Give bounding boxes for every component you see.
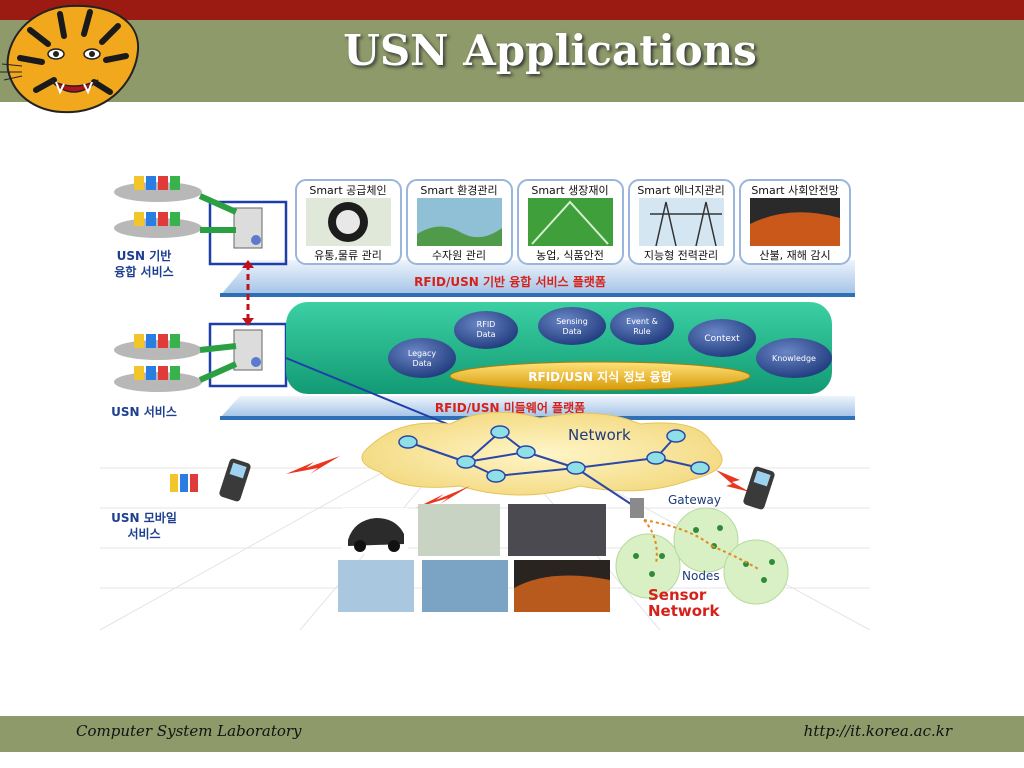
green-arrow (198, 361, 238, 383)
user-group-icon (114, 366, 202, 392)
top-platform-edge (220, 293, 855, 297)
mobile-service-label-line1: USN 모바일 (111, 510, 177, 525)
fusion-service-label-line2: 융합 서비스 (114, 264, 173, 279)
user-group-icon (114, 212, 202, 238)
data-node-label: Data (476, 330, 495, 339)
data-node-label: Legacy (408, 349, 437, 358)
service-card-title: Smart 에너지관리 (637, 184, 724, 197)
footer-url: http://it.korea.ac.kr (803, 722, 952, 740)
mobile-phone-icon (743, 466, 775, 510)
green-arrow (199, 343, 237, 353)
mobile-service-label-line2: 서비스 (127, 526, 160, 541)
slide-title: USN Applications (343, 26, 757, 75)
data-node-label: Sensing (556, 317, 588, 326)
service-card-social-safety: Smart 사회안전망 산불, 재해 감시 (739, 179, 851, 265)
middleware-base (220, 396, 855, 418)
tiger-logo (0, 4, 140, 114)
photo-wildfire-smoke (514, 575, 610, 612)
gateway-device-icon (630, 498, 644, 518)
service-card-energy: Smart 에너지관리 지능형 전력관리 (628, 179, 735, 265)
network-cloud (361, 411, 723, 496)
data-node-label: Data (412, 359, 431, 368)
user-group-icon (114, 176, 202, 202)
footer-lab-name: Computer System Laboratory (76, 722, 302, 740)
middleware-label: RFID/USN 미들웨어 플랫폼 (435, 400, 585, 415)
service-card-caption: 산불, 재해 감시 (759, 248, 830, 262)
gateway-label: Gateway (668, 493, 721, 507)
photo-factory (418, 504, 500, 556)
data-node-label: Event & (626, 317, 658, 326)
network-label: Network (568, 426, 631, 444)
sensor-network-label-line1: Sensor (648, 586, 707, 604)
footer-band (0, 716, 1024, 752)
server-icon (233, 329, 263, 371)
service-cards: Smart 공급체인 유통,물류 관리 Smart 환경관리 수자원 관리 Sm… (295, 179, 851, 265)
service-card-caption: 수자원 관리 (432, 249, 486, 262)
arrow-head (242, 260, 254, 268)
data-node-label: Rule (633, 327, 650, 336)
usn-service-label: USN 서비스 (111, 404, 177, 419)
data-node-event-rule: Event & Rule (610, 307, 674, 345)
service-card-caption: 유통,물류 관리 (314, 249, 382, 262)
user-group-icon (114, 334, 202, 360)
service-card-title: Smart 환경관리 (420, 184, 497, 197)
service-card-title: Smart 공급체인 (309, 184, 386, 197)
data-node-knowledge: Knowledge (756, 338, 832, 378)
service-card-agriculture: Smart 생장재이 농업, 식품안전 (517, 179, 624, 265)
data-node-label: Data (562, 327, 581, 336)
sensor-network-label-line2: Network (648, 602, 720, 620)
wireless-bolt-icon (286, 456, 340, 474)
wireless-bolt-icon (416, 486, 470, 508)
data-node-label: Context (704, 334, 740, 344)
fusion-service-label-line1: USN 기반 (117, 248, 172, 263)
service-card-caption: 농업, 식품안전 (536, 249, 604, 262)
photo-warehouse (508, 504, 606, 556)
photo-bridge (422, 560, 508, 612)
mobile-user-icon (170, 474, 198, 492)
top-stripe (0, 0, 1024, 20)
data-node-rfid: RFID Data (454, 311, 518, 349)
network-nodes (398, 425, 710, 483)
photo-patient (338, 560, 414, 612)
nodes-label: Nodes (682, 569, 720, 583)
knowledge-fusion-label: RFID/USN 지식 정보 융합 (528, 369, 671, 384)
title-band (0, 20, 1024, 102)
data-node-legacy: Legacy Data (388, 338, 456, 378)
wireless-bolt-icon (716, 470, 750, 492)
usn-architecture-diagram: Smart 공급체인 유통,물류 관리 Smart 환경관리 수자원 관리 Sm… (100, 176, 870, 630)
service-card-caption: 지능형 전력관리 (644, 249, 718, 262)
data-node-label: RFID (477, 320, 496, 329)
data-node-context: Context (688, 319, 756, 357)
service-card-environment: Smart 환경관리 수자원 관리 (406, 179, 513, 265)
sensor-clusters (615, 507, 789, 605)
sensor-routes (643, 519, 761, 571)
service-card-supply-chain: Smart 공급체인 유통,물류 관리 (295, 179, 402, 265)
data-node-sensing: Sensing Data (538, 307, 606, 345)
mobile-phone-icon (219, 458, 251, 502)
service-card-title: Smart 사회안전망 (751, 184, 838, 197)
arrow-head (242, 318, 254, 326)
knowledge-fusion-bar (449, 361, 751, 391)
data-node-label: Knowledge (772, 354, 816, 363)
top-platform (220, 260, 855, 296)
green-arrow (198, 193, 238, 215)
server-icon (233, 207, 263, 249)
service-card-title: Smart 생장재이 (531, 184, 608, 197)
top-platform-label: RFID/USN 기반 융합 서비스 플랫폼 (414, 274, 606, 289)
photo-car (342, 508, 408, 554)
